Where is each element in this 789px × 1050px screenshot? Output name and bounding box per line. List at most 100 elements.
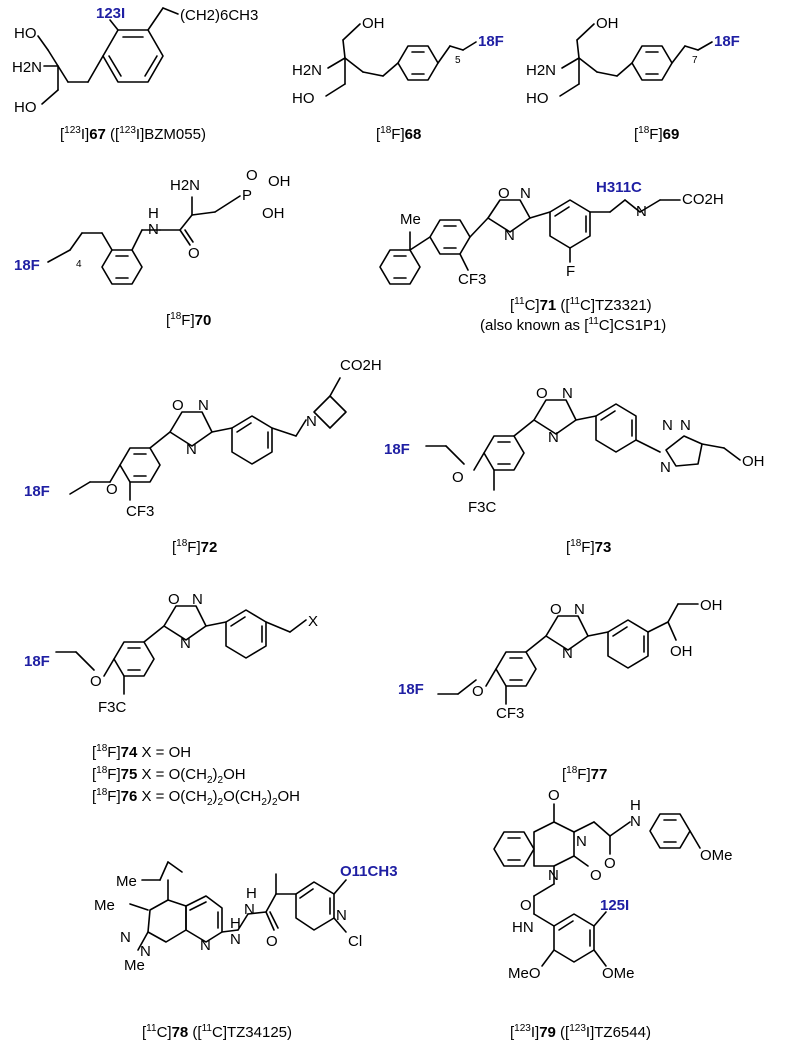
compound-73-ring-n2: N xyxy=(548,429,559,446)
compound-78-hydrazine-n2: N xyxy=(244,901,255,918)
compound-68-hydroxyl-1: OH xyxy=(362,15,385,32)
compound-68-caption: [18F]68 xyxy=(376,125,421,143)
compound-74-ring-oxygen: O xyxy=(168,591,180,608)
compound-72-ether-oxygen: O xyxy=(106,481,118,498)
compound-77-hydroxyl-2: OH xyxy=(670,643,693,660)
compound-69-hydroxyl-1: OH xyxy=(596,15,619,32)
compound-67-hydroxyl-1: HO xyxy=(14,25,37,42)
compound-79-amide-n: N xyxy=(630,813,641,830)
compound-67-amine: H2N xyxy=(12,59,42,76)
compound-73-fluorine-label: 18F xyxy=(384,441,410,458)
compound-79-ring-n1: N xyxy=(576,833,587,850)
compound-77-ring-oxygen: O xyxy=(550,601,562,618)
compound-70-amide-h: H xyxy=(148,205,159,222)
compound-79-anilide-nh: HN xyxy=(512,919,534,936)
compound-77-hydroxyl-1: OH xyxy=(700,597,723,614)
compound-68-hydroxyl-2: HO xyxy=(292,90,315,107)
compound-72-fluorine-label: 18F xyxy=(24,483,50,500)
compound-71-acid: CO2H xyxy=(682,191,724,208)
compound-67-caption: [123I]67 ([123I]BZM055) xyxy=(60,125,206,143)
compound-78-methyl-n1: Me xyxy=(124,957,145,974)
compound-71-ring-oxygen: O xyxy=(498,185,510,202)
compound-71-caption: [11C]71 ([11C]TZ3321) xyxy=(510,296,652,314)
compound-74-caption-line-1: [18F]74 X = OH xyxy=(92,743,191,761)
compound-70-oxygen-p: O xyxy=(246,167,258,184)
compound-77-ring-n2: N xyxy=(562,645,573,662)
compound-69-amine: H2N xyxy=(526,62,556,79)
compound-73-caption: [18F]73 xyxy=(566,538,611,556)
compound-73-triazole-n1: N xyxy=(662,417,673,434)
compound-78-methoxy-label: O11CH3 xyxy=(340,863,398,880)
compound-78-ring-n2: N xyxy=(120,929,131,946)
compound-71-amine-n: N xyxy=(636,203,647,220)
compound-79-oxygen-1: O xyxy=(548,787,560,804)
compound-70-hydroxyl-1: OH xyxy=(268,173,291,190)
compound-78-methyl-c3: Me xyxy=(94,897,115,914)
compound-79-structure: O O O O N N N H HN OMe OMe MeO 125I xyxy=(493,787,733,982)
compound-78-pyridine-n2: N xyxy=(336,907,347,924)
compound-72-ring-oxygen: O xyxy=(172,397,184,414)
compound-67-chain-label: (CH2)6CH3 xyxy=(180,7,258,24)
compound-71-cf3: CF3 xyxy=(458,271,486,288)
compound-70-amine: H2N xyxy=(170,177,200,194)
compound-78-hydrazine-n1: N xyxy=(230,931,241,948)
compound-72-acid: CO2H xyxy=(340,357,382,374)
compound-73-ring-oxygen: O xyxy=(536,385,548,402)
compound-77-ring-n1: N xyxy=(574,601,585,618)
compound-73-triazole-n2: N xyxy=(680,417,691,434)
compound-70-amide-n: N xyxy=(148,221,159,238)
compound-71-methyl: Me xyxy=(400,211,421,228)
compound-78-carbonyl-o: O xyxy=(266,933,278,950)
compound-74-ring-n1: N xyxy=(192,591,203,608)
compound-79-oxygen-2: O xyxy=(590,867,602,884)
compound-68-structure: OH H2N HO 5 18F xyxy=(292,15,504,107)
compound-69-structure: OH H2N HO 7 18F xyxy=(526,15,740,107)
compound-70-fluorine-label: 18F xyxy=(14,257,40,274)
compound-70-repeat: 4 xyxy=(76,259,82,270)
compound-71-structure: Me CF3 O N N N F H311C CO2H xyxy=(379,179,724,288)
compound-77-ether-oxygen: O xyxy=(472,683,484,700)
compound-68-amine: H2N xyxy=(292,62,322,79)
compound-74-ring-n2: N xyxy=(180,635,191,652)
compound-73-hydroxyl: OH xyxy=(742,453,765,470)
compound-77-structure: 18F O O N N OH OH CF3 xyxy=(398,597,723,722)
compound-70-oxygen-c: O xyxy=(188,245,200,262)
compound-70-hydroxyl-2: OH xyxy=(262,205,285,222)
compound-78-structure: Me Me Me N N N N N H H O O11CH3 N Cl xyxy=(94,861,398,974)
compound-67-iodine-label: 123I xyxy=(96,5,125,22)
compound-74-cf3: F3C xyxy=(98,699,127,716)
compound-79-methoxy-left: MeO xyxy=(508,965,541,982)
compound-71-ring-n2: N xyxy=(504,227,515,244)
compound-69-fluorine-label: 18F xyxy=(714,33,740,50)
compound-69-caption: [18F]69 xyxy=(634,125,679,143)
compound-73-structure: 18F O O N N N N N OH F3C xyxy=(384,385,765,516)
compound-71-ring-n1: N xyxy=(520,185,531,202)
compound-70-structure: H2N P OH OH O O N H 4 18F xyxy=(14,167,291,285)
compound-71-carbon-label: H311C xyxy=(596,179,642,196)
compound-71-fluorine: F xyxy=(566,263,575,280)
compound-77-caption: [18F]77 xyxy=(562,765,607,783)
compound-75-caption-line-2: [18F]75 X = O(CH2)2OH xyxy=(92,765,246,786)
compound-76-caption-line-3: [18F]76 X = O(CH2)2O(CH2)2OH xyxy=(92,787,300,808)
compound-72-ring-n1: N xyxy=(198,397,209,414)
compound-71-caption-alt: (also known as [11C]CS1P1) xyxy=(480,316,666,334)
compound-78-methyl-isopropyl: Me xyxy=(116,873,137,890)
compound-69-hydroxyl-2: HO xyxy=(526,90,549,107)
compound-79-caption: [123I]79 ([123I]TZ6544) xyxy=(510,1023,651,1041)
compound-67-hydroxyl-2: HO xyxy=(14,99,37,116)
compound-74-structure: 18F O O N N X F3C xyxy=(24,591,318,716)
compound-74-fluorine-label: 18F xyxy=(24,653,50,670)
compound-79-oxygen-3: O xyxy=(604,855,616,872)
compound-78-ring-n1: N xyxy=(140,943,151,960)
compound-77-cf3: CF3 xyxy=(496,705,524,722)
compound-74-x-group: X xyxy=(308,613,318,630)
compound-68-repeat: 5 xyxy=(455,55,461,66)
compound-78-pyridine-n: N xyxy=(200,937,211,954)
compound-72-azetidine-n: N xyxy=(306,413,317,430)
compound-77-fluorine-label: 18F xyxy=(398,681,424,698)
compound-79-oxygen-4: O xyxy=(520,897,532,914)
compound-72-structure: CO2H O N N N O CF3 18F xyxy=(24,357,382,520)
compound-79-iodine-label: 125I xyxy=(600,897,629,914)
compound-72-caption: [18F]72 xyxy=(172,538,217,556)
compound-79-amide-h: H xyxy=(630,797,641,814)
